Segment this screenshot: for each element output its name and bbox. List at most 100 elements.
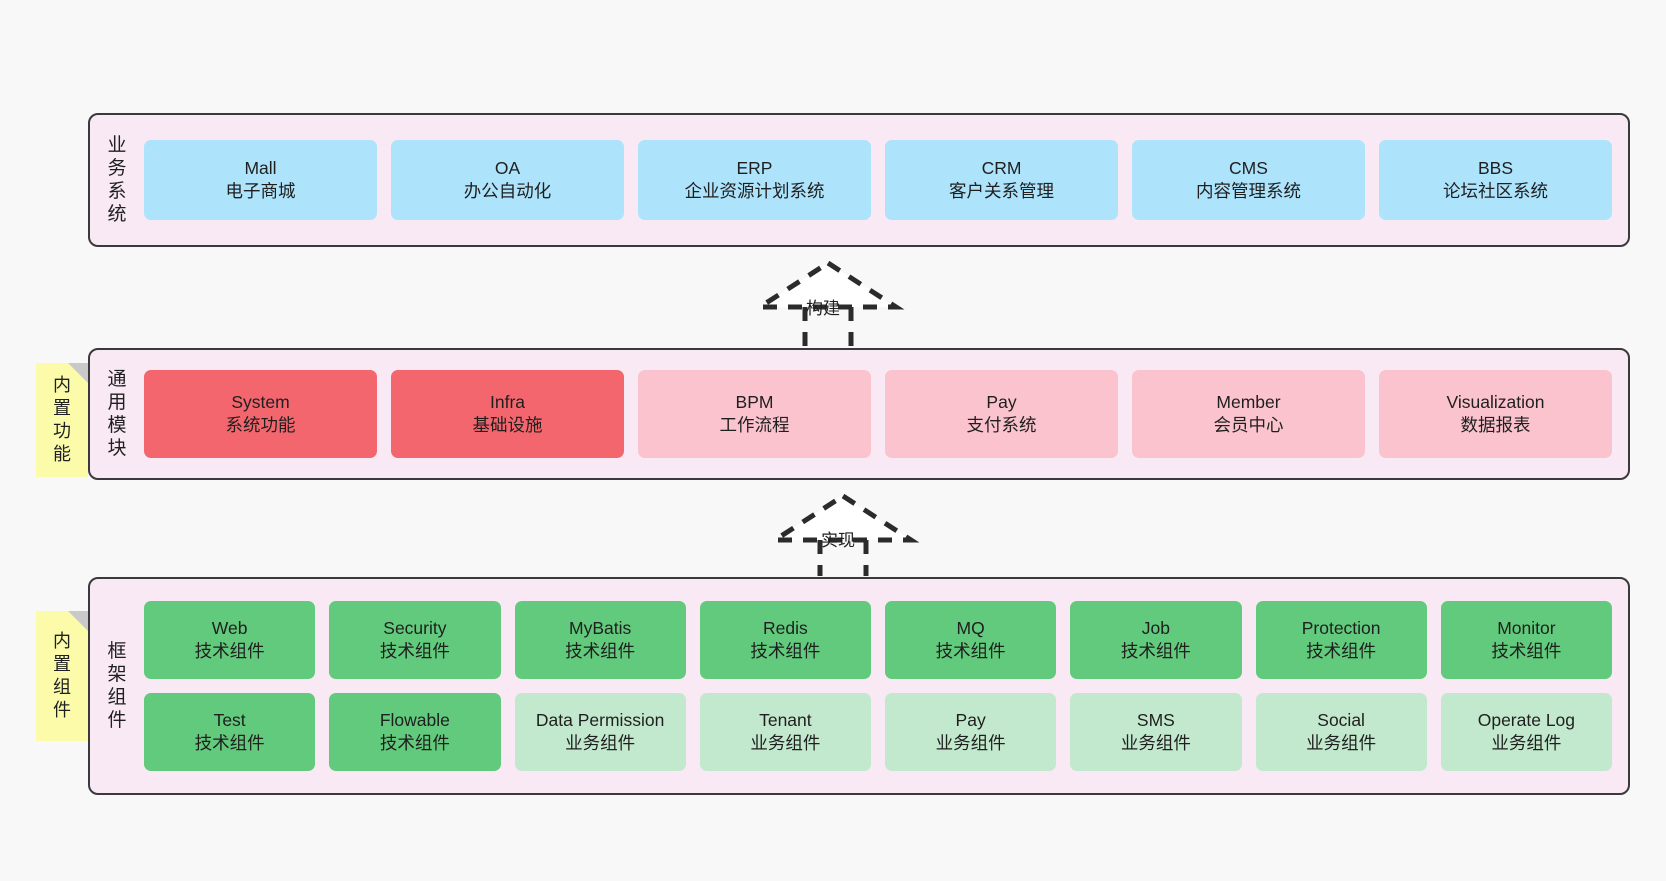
card-grid-framework-component: Web 技术组件 Security 技术组件 MyBatis 技术组件 Redi… (134, 587, 1618, 785)
card-subtitle: 业务组件 (565, 733, 636, 753)
sticky-note-builtin-function[interactable]: 内 置 功 能 (36, 363, 88, 477)
card-title: BBS (1477, 158, 1514, 179)
card-subtitle: 技术组件 (1120, 641, 1191, 661)
sticky-char: 置 (53, 653, 71, 674)
layer-panel-common-module[interactable]: 通 用 模 块 System 系统功能 Infra 基础设施 BPM 工作流程 … (88, 348, 1630, 480)
card-system[interactable]: System 系统功能 (144, 370, 377, 458)
card-subtitle: 技术组件 (935, 641, 1006, 661)
card-subtitle: 业务组件 (935, 733, 1006, 753)
card-title: SMS (1136, 710, 1175, 731)
card-social[interactable]: Social 业务组件 (1255, 693, 1427, 771)
card-subtitle: 业务组件 (1306, 733, 1377, 753)
layer-title-char: 统 (107, 204, 127, 226)
card-title: Operate Log (1477, 710, 1576, 731)
layer-title-char: 架 (107, 663, 127, 685)
card-title: Redis (763, 618, 808, 639)
layer-title-char: 系 (107, 181, 127, 202)
card-redis[interactable]: Redis 技术组件 (699, 601, 871, 679)
connector-build-label: 构建 (806, 299, 840, 318)
card-subtitle: 业务组件 (1491, 733, 1562, 753)
card-list-business-system: Mall 电子商城 OA 办公自动化 ERP 企业资源计划系统 CRM 客户关系… (134, 123, 1618, 237)
layer-panel-business-system[interactable]: 业 务 系 统 Mall 电子商城 OA 办公自动化 ERP 企业资源计划系统 … (88, 113, 1630, 247)
card-row-business: Test 技术组件 Flowable 技术组件 Data Permission … (144, 693, 1612, 771)
card-cms[interactable]: CMS 内容管理系统 (1132, 140, 1365, 220)
card-job[interactable]: Job 技术组件 (1070, 601, 1242, 679)
layer-panel-framework-component[interactable]: 框 架 组 件 Web 技术组件 Security 技术组件 MyBatis 技… (88, 577, 1630, 795)
connector-build-arrow-icon (751, 260, 905, 350)
card-row-technical: Web 技术组件 Security 技术组件 MyBatis 技术组件 Redi… (144, 601, 1612, 679)
card-mq[interactable]: MQ 技术组件 (885, 601, 1057, 679)
connector-implement-label: 实现 (821, 531, 855, 550)
card-visualization[interactable]: Visualization 数据报表 (1379, 370, 1612, 458)
card-subtitle: 业务组件 (1120, 733, 1191, 753)
card-title: Visualization (1446, 392, 1545, 413)
card-subtitle: 系统功能 (225, 415, 296, 435)
card-member[interactable]: Member 会员中心 (1132, 370, 1365, 458)
card-oa[interactable]: OA 办公自动化 (391, 140, 624, 220)
card-title: Protection (1301, 618, 1381, 639)
card-title: Data Permission (535, 710, 665, 731)
sticky-char: 功 (53, 421, 71, 441)
layer-title-char: 块 (107, 438, 127, 460)
card-bbs[interactable]: BBS 论坛社区系统 (1379, 140, 1612, 220)
card-title: MQ (956, 618, 985, 639)
card-title: Member (1216, 392, 1281, 413)
card-pay-business[interactable]: Pay 业务组件 (885, 693, 1057, 771)
layer-title-framework-component: 框 架 组 件 (100, 587, 134, 785)
sticky-note-builtin-component[interactable]: 内 置 组 件 (36, 611, 88, 741)
card-infra[interactable]: Infra 基础设施 (391, 370, 624, 458)
card-mybatis[interactable]: MyBatis 技术组件 (514, 601, 686, 679)
card-subtitle: 会员中心 (1213, 415, 1284, 435)
card-subtitle: 内容管理系统 (1196, 181, 1301, 201)
card-title: CRM (981, 158, 1022, 179)
card-erp[interactable]: ERP 企业资源计划系统 (638, 140, 871, 220)
layer-title-char: 组 (107, 687, 127, 708)
card-subtitle: 技术组件 (194, 733, 265, 753)
card-subtitle: 基础设施 (472, 415, 543, 435)
card-subtitle: 数据报表 (1460, 415, 1531, 435)
card-test[interactable]: Test 技术组件 (144, 693, 316, 771)
card-title: CMS (1229, 158, 1268, 179)
card-security[interactable]: Security 技术组件 (329, 601, 501, 679)
card-subtitle: 技术组件 (379, 641, 450, 661)
card-pay[interactable]: Pay 支付系统 (885, 370, 1118, 458)
card-title: BPM (735, 392, 774, 413)
card-title: Security (383, 618, 447, 639)
card-subtitle: 工作流程 (719, 415, 790, 435)
card-operate-log[interactable]: Operate Log 业务组件 (1440, 693, 1612, 771)
card-subtitle: 企业资源计划系统 (684, 181, 825, 201)
card-web[interactable]: Web 技术组件 (144, 601, 316, 679)
card-subtitle: 客户关系管理 (949, 181, 1054, 201)
card-subtitle: 电子商城 (225, 181, 296, 201)
connector-implement-arrow-icon (766, 493, 920, 576)
card-sms[interactable]: SMS 业务组件 (1070, 693, 1242, 771)
card-bpm[interactable]: BPM 工作流程 (638, 370, 871, 458)
card-title: OA (494, 158, 521, 179)
layer-title-char: 用 (107, 391, 127, 413)
card-title: Infra (489, 392, 526, 413)
layer-title-char: 通 (107, 368, 127, 390)
card-monitor[interactable]: Monitor 技术组件 (1440, 601, 1612, 679)
layer-title-business-system: 业 务 系 统 (100, 123, 134, 237)
card-subtitle: 论坛社区系统 (1443, 181, 1548, 201)
layer-title-char: 业 (107, 134, 127, 156)
card-subtitle: 技术组件 (1491, 641, 1562, 661)
card-tenant[interactable]: Tenant 业务组件 (699, 693, 871, 771)
card-title: MyBatis (569, 618, 632, 639)
layer-title-char: 框 (107, 640, 127, 662)
card-subtitle: 技术组件 (379, 733, 450, 753)
layer-title-common-module: 通 用 模 块 (100, 358, 134, 470)
sticky-char: 件 (53, 700, 71, 721)
card-flowable[interactable]: Flowable 技术组件 (329, 693, 501, 771)
card-protection[interactable]: Protection 技术组件 (1255, 601, 1427, 679)
layer-title-char: 模 (107, 415, 127, 436)
card-title: Monitor (1497, 618, 1556, 639)
card-data-permission[interactable]: Data Permission 业务组件 (514, 693, 686, 771)
sticky-char: 能 (53, 444, 71, 465)
connector-implement (765, 488, 925, 576)
layer-title-char: 务 (107, 157, 127, 179)
card-mall[interactable]: Mall 电子商城 (144, 140, 377, 220)
card-crm[interactable]: CRM 客户关系管理 (885, 140, 1118, 220)
connector-build (750, 255, 910, 350)
